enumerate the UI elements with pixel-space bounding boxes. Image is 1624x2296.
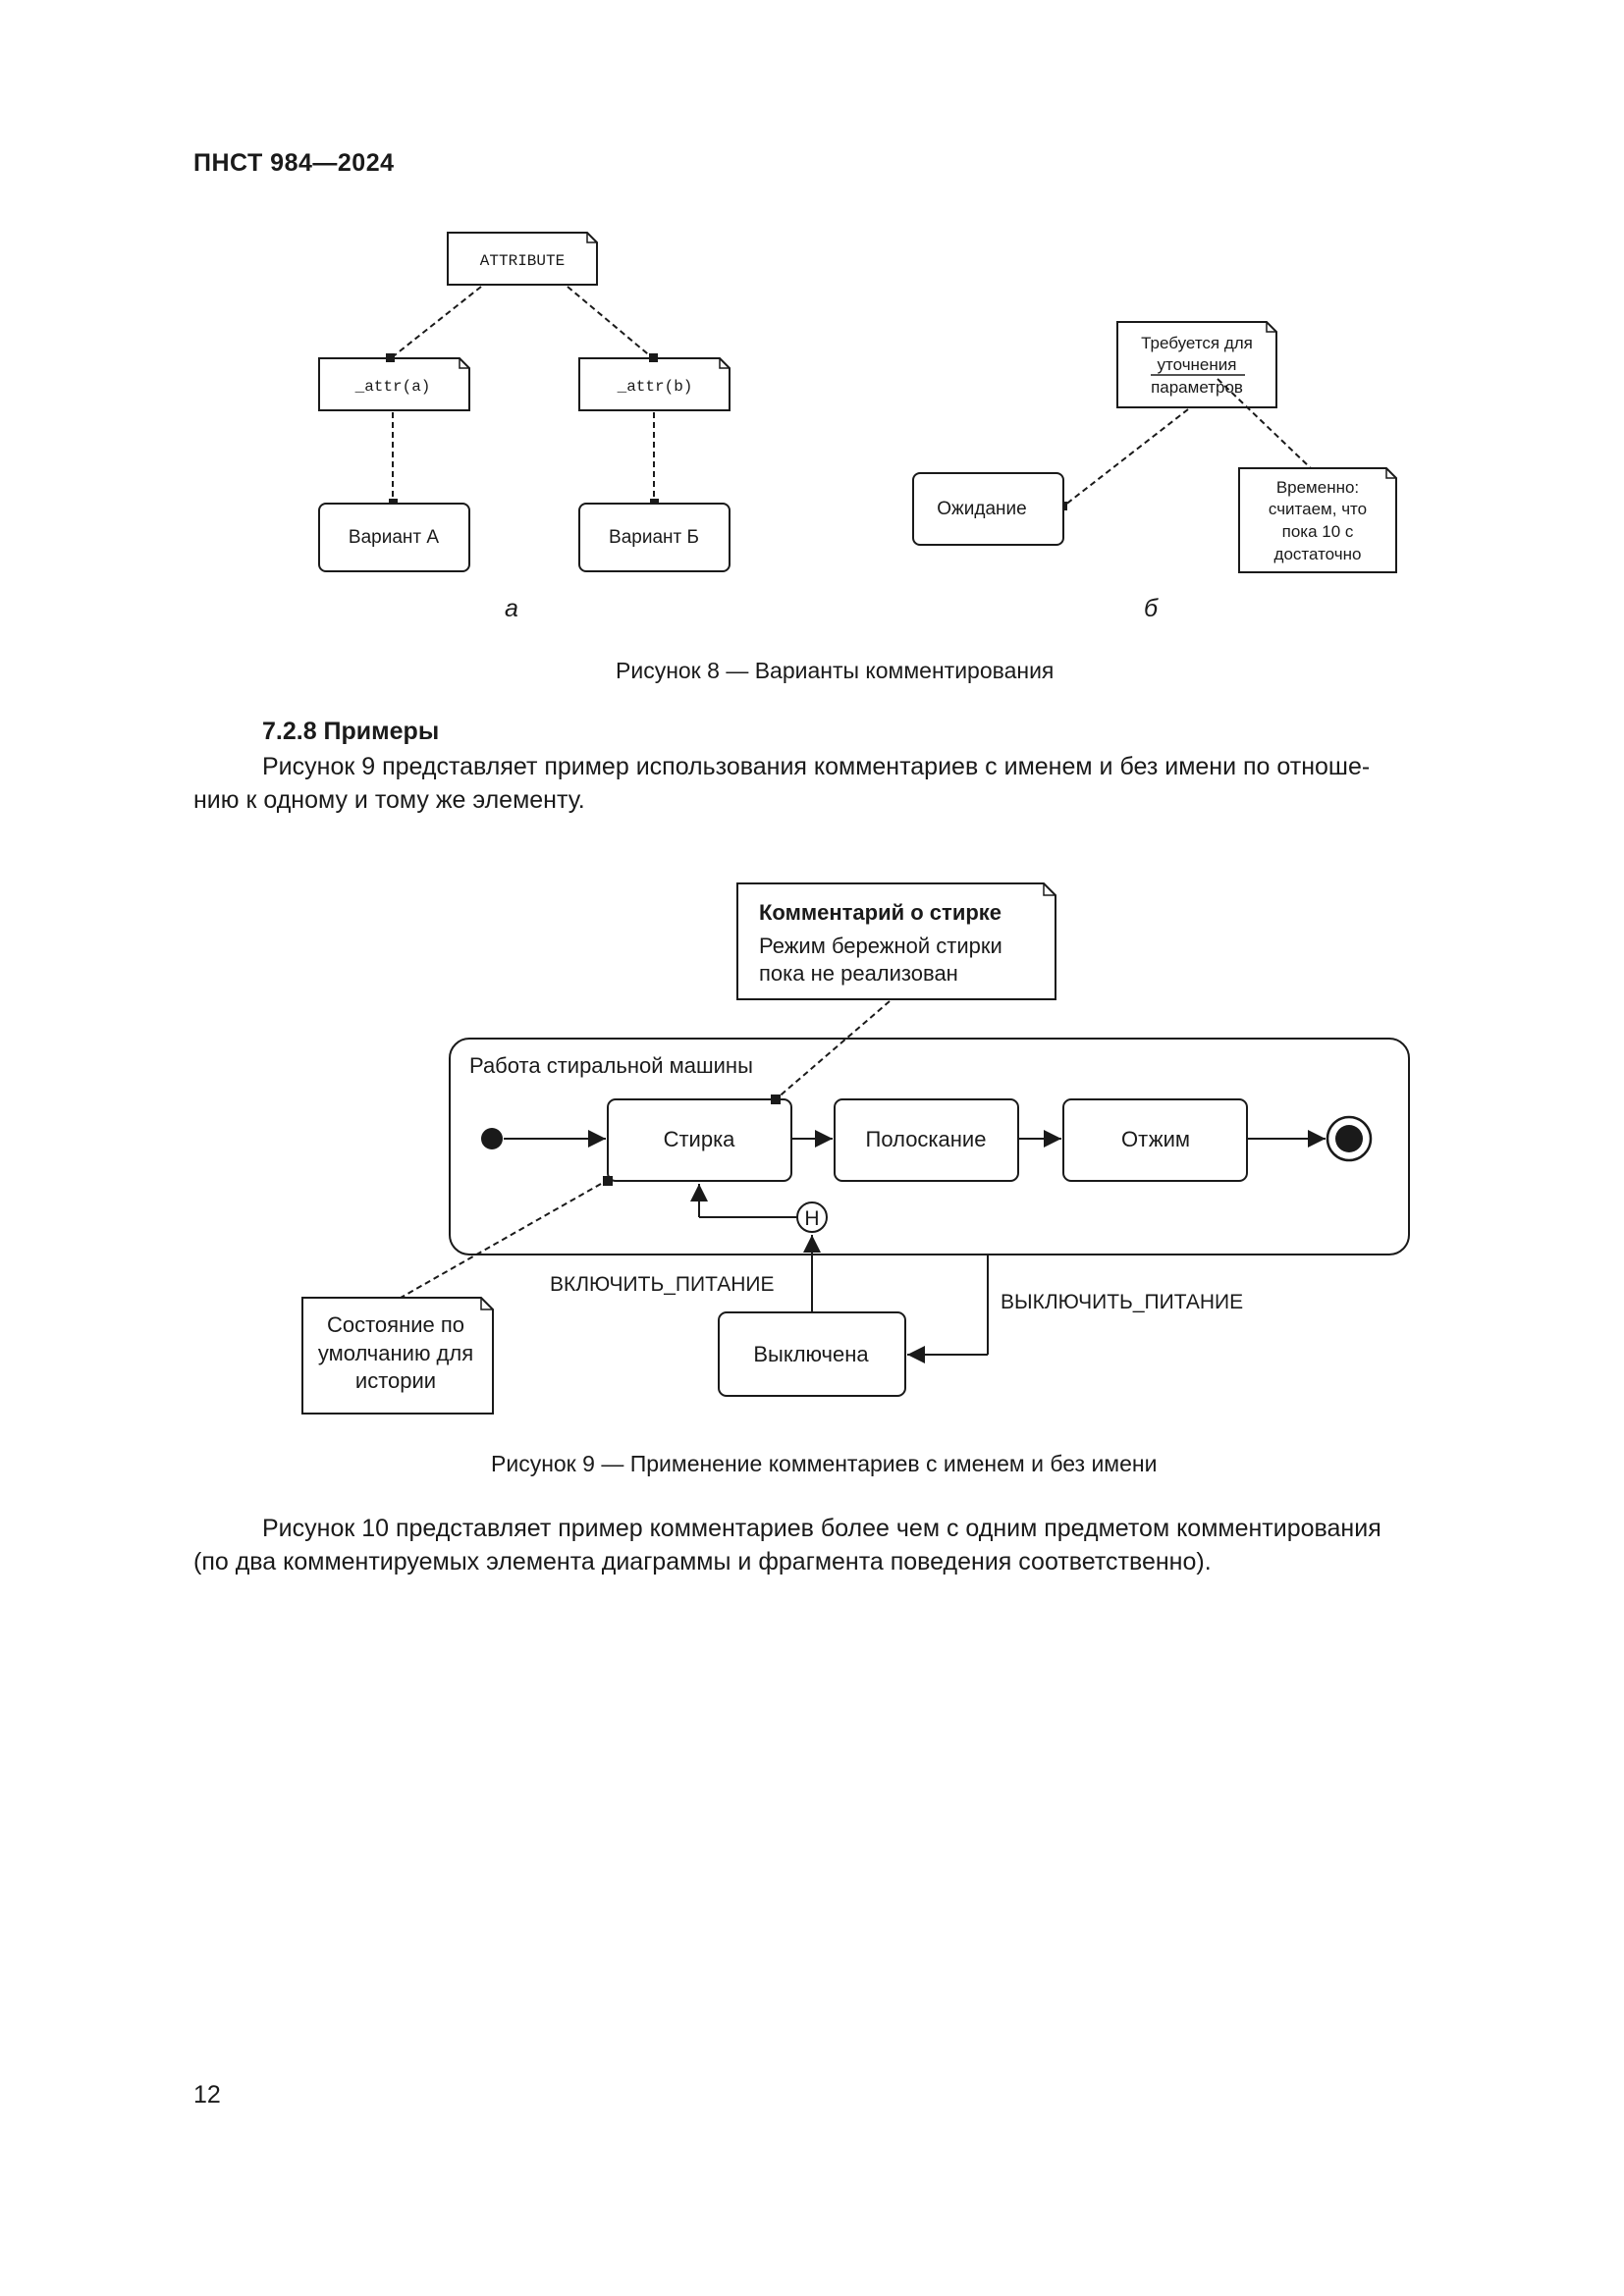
state-off-label: Выключена (753, 1342, 869, 1366)
note1-line-3: параметров (1151, 378, 1243, 397)
state-variant-a: Вариант А (318, 503, 470, 572)
state-rinse: Полоскание (834, 1098, 1019, 1182)
state-waiting: Ожидание (912, 472, 1064, 546)
note-attr-b: _attr(b) (578, 353, 731, 411)
state-off: Выключена (718, 1311, 906, 1397)
state-wash: Стирка (603, 1095, 792, 1186)
note-requires-clarification: Требуется для уточнения параметров (1116, 321, 1277, 408)
note-history-line-3: истории (355, 1368, 436, 1393)
state-variant-b: Вариант Б (578, 503, 731, 572)
note2-line-1: Временно: (1276, 478, 1359, 497)
state-variant-b-label: Вариант Б (609, 527, 699, 548)
event-power-off: ВЫКЛЮЧИТЬ_ПИТАНИЕ (1001, 1291, 1243, 1313)
event-power-on: ВКЛЮЧИТЬ_ПИТАНИЕ (550, 1273, 775, 1296)
section-title: 7.2.8 Примеры (262, 718, 440, 745)
initial-state (481, 1128, 503, 1149)
state-spin: Отжим (1062, 1098, 1248, 1182)
region-label: Работа стиральной машины (469, 1053, 753, 1078)
history-pseudostate: H (796, 1201, 828, 1233)
final-state (1326, 1115, 1373, 1162)
comment-line-1: Режим бережной стирки (759, 934, 1002, 958)
note1-line-1: Требуется для (1141, 334, 1253, 352)
note2-line-2: считаем, что (1269, 500, 1367, 518)
state-wash-label: Стирка (664, 1127, 736, 1151)
note-history-line-2: умолчанию для (318, 1341, 473, 1365)
paragraph-line-2: нию к одному и тому же элементу. (193, 786, 585, 814)
note-attr-a: _attr(a) (318, 353, 470, 411)
paragraph-line-1: Рисунок 9 представляет пример использова… (262, 753, 1371, 780)
figure8-caption: Рисунок 8 — Варианты комментирования (616, 658, 1055, 683)
note-attr-a-text: _attr(a) (354, 378, 431, 396)
figure9-caption: Рисунок 9 — Применение комментариев с им… (491, 1451, 1158, 1476)
comment-line-2: пока не реализован (759, 961, 958, 986)
state-waiting-label: Ожидание (937, 499, 1026, 519)
note-default-history: Состояние по умолчанию для истории (301, 1297, 494, 1415)
note2-line-3: пока 10 с (1282, 522, 1354, 541)
note-attribute-text: ATTRIBUTE (480, 252, 565, 270)
state-variant-a-label: Вариант А (349, 527, 439, 548)
figure8-sublabel-b: б (1144, 595, 1159, 622)
page-number: 12 (193, 2081, 221, 2109)
region-washing-machine: Работа стиральной машины (449, 1038, 1410, 1255)
note-temporary: Временно: считаем, что пока 10 с достато… (1238, 467, 1397, 573)
state-rinse-label: Полоскание (866, 1127, 987, 1151)
history-symbol: H (804, 1207, 819, 1230)
note-washing-comment: Комментарий о стирке Режим бережной стир… (736, 882, 1056, 1000)
document-header: ПНСТ 984—2024 (193, 149, 395, 177)
comment-title: Комментарий о стирке (759, 900, 1001, 925)
figure8-sublabel-a: а (505, 595, 518, 622)
paragraph2-line-1: Рисунок 10 представляет пример комментар… (262, 1515, 1381, 1542)
note2-line-4: достаточно (1274, 545, 1362, 563)
note-attribute: ATTRIBUTE (447, 232, 598, 286)
state-spin-label: Отжим (1121, 1127, 1190, 1151)
note-attr-b-text: _attr(b) (617, 378, 693, 396)
paragraph2-line-2: (по два комментируемых элемента диаграмм… (193, 1548, 1212, 1575)
note1-line-2: уточнения (1158, 355, 1237, 374)
note-history-line-1: Состояние по (327, 1312, 464, 1337)
